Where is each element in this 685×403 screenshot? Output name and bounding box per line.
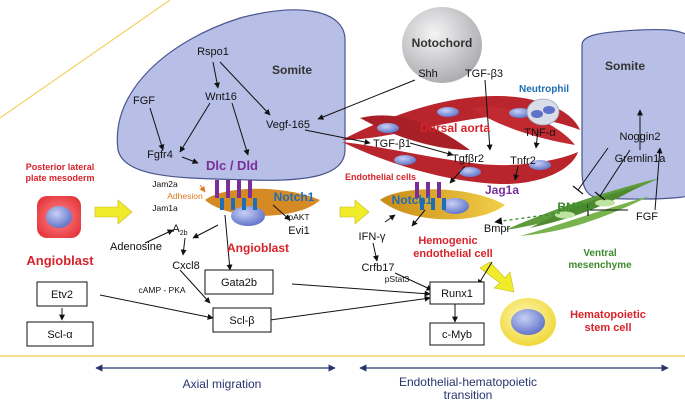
hsc-cell — [500, 298, 556, 346]
bmp4-label: BMP4 — [557, 200, 591, 214]
etv2-box — [36, 281, 88, 307]
gata2b-box — [204, 269, 274, 295]
plm-label-line2: plate mesoderm — [25, 173, 94, 183]
angioblast-center-label: Angioblast — [227, 241, 289, 255]
c-myb-text: c-Myb — [442, 329, 472, 341]
scl-a-text: Scl-α — [47, 329, 73, 341]
dlc-dld-label: Dlc / Dld — [206, 158, 258, 173]
somite-left — [116, 9, 346, 181]
adenosine-label: Adenosine — [110, 241, 162, 253]
fgf-left-label: FGF — [133, 95, 155, 107]
hsc-label-line1: Hematopoietic — [570, 309, 646, 321]
dlc-receptors — [215, 180, 252, 198]
jag1a-receptors — [415, 182, 441, 198]
signal-arrows — [59, 61, 663, 323]
cxcl8-label: Cxcl8 — [172, 260, 200, 272]
hemogenic-label-line2: endothelial cell — [413, 248, 492, 260]
ifn-g-label: IFN-γ — [359, 231, 386, 243]
a2b-label: A2b — [172, 223, 187, 237]
notochord — [402, 7, 482, 83]
pstat3-label: pStat3 — [385, 274, 410, 284]
pakt-label: pAKT — [288, 212, 309, 222]
notch1-right-label: Notch1 — [392, 193, 433, 207]
c-myb-box — [429, 322, 485, 346]
shh-label: Shh — [418, 68, 438, 80]
gremlin1a-label: Gremlin1a — [615, 153, 667, 165]
eht-label-line2: transition — [444, 388, 493, 402]
runx1-text: Runx1 — [441, 288, 473, 300]
decor-line — [0, 0, 171, 119]
dorsal-aorta-label: Dorsal aorta — [420, 121, 490, 135]
ventral-mesenchyme-line2: mesenchyme — [568, 260, 632, 271]
somite-right — [581, 28, 685, 200]
somite-left-label: Somite — [272, 63, 312, 77]
angioblast-left-label: Angioblast — [26, 253, 94, 268]
etv2-text: Etv2 — [51, 289, 73, 301]
tgfbr2-label: Tgfβr2 — [452, 153, 484, 165]
progress-arrow-3 — [479, 261, 515, 293]
a2b-base: A — [172, 223, 180, 235]
a2b-subscript: 2b — [180, 230, 188, 237]
dorsal-aorta — [342, 95, 580, 185]
scl-a-box — [26, 321, 94, 347]
plm-label-line1: Posterior lateral — [26, 162, 95, 172]
noggin2-label: Noggin2 — [620, 131, 661, 143]
eht-label-line1: Endothelial-hematopoietic — [399, 375, 537, 389]
evi1-label: Evi1 — [288, 225, 309, 237]
progress-arrow-1 — [94, 199, 133, 225]
rspo1-label: Rspo1 — [197, 46, 229, 58]
camp-pka-label: cAMP - PKA — [138, 285, 185, 295]
plm-cell — [37, 196, 81, 238]
notch1-receptors-right — [420, 198, 446, 210]
axial-migration-label: Axial migration — [183, 377, 262, 391]
somite-right-label: Somite — [605, 59, 645, 73]
neutrophil-cell — [526, 98, 560, 126]
endothelial-cells-label: Endothelial cells — [345, 172, 416, 182]
ventral-mesenchyme-line1: Ventral — [583, 248, 617, 259]
jam2a-label: Jam2a — [152, 179, 178, 189]
crfb17-label: Crfb17 — [361, 262, 394, 274]
fgfr4-label: Fgfr4 — [147, 149, 173, 161]
wnt16-label: Wnt16 — [205, 91, 237, 103]
bmpr-label: Bmpr — [484, 223, 511, 235]
tnf-a-label: TNF-α — [524, 127, 556, 139]
vegf165-label: Vegf-165 — [266, 119, 310, 131]
scl-b-text: Scl-β — [229, 315, 254, 327]
ventral-mesenchyme — [505, 178, 660, 236]
progress-arrow-2 — [339, 199, 370, 225]
adhesion-label: Adhesion — [167, 191, 203, 201]
jam1a-label: Jam1a — [152, 203, 178, 213]
hsc-label-line2: stem cell — [584, 322, 631, 334]
neutrophil-label: Neutrophil — [519, 84, 569, 95]
notch1-left-label: Notch1 — [274, 190, 315, 204]
jag1a-label: Jag1a — [485, 183, 519, 197]
notochord-label: Notochord — [412, 36, 473, 50]
tgf-b3-label: TGF-β3 — [465, 68, 503, 80]
gata2b-text: Gata2b — [221, 277, 257, 289]
hemogenic-label-line1: Hemogenic — [418, 235, 477, 247]
tgf-b1-label: TGF-β1 — [373, 138, 411, 150]
scl-b-box — [212, 307, 272, 333]
runx1-box — [429, 281, 485, 305]
notch1-receptors-left — [220, 198, 257, 210]
fgf-right-label: FGF — [636, 211, 658, 223]
tnfr2-label: Tnfr2 — [510, 155, 536, 167]
